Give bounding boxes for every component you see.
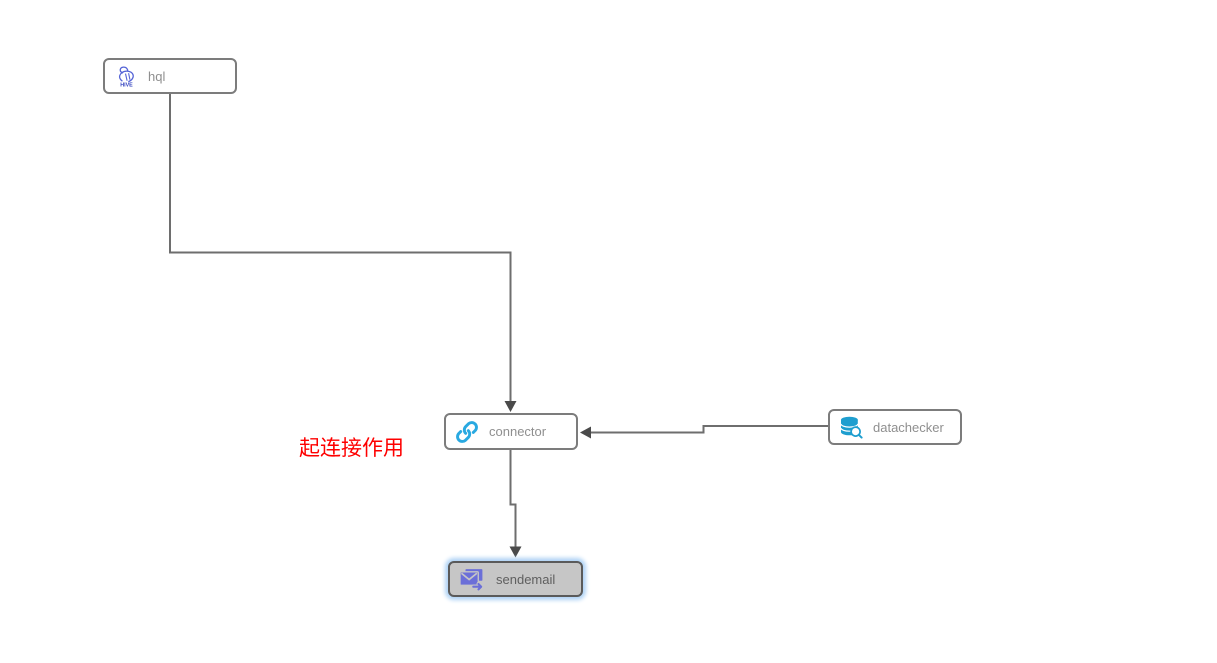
edge-datachecker-to-connector bbox=[580, 425, 828, 439]
database-search-icon bbox=[838, 415, 864, 439]
node-label: datachecker bbox=[873, 419, 944, 435]
edge-hql-to-connector bbox=[169, 93, 517, 412]
node-label: sendemail bbox=[496, 571, 556, 587]
node-hql[interactable]: HIVE hql bbox=[103, 58, 237, 94]
edge-connector-to-sendemail bbox=[509, 450, 522, 558]
edge-line bbox=[591, 425, 828, 434]
node-connector[interactable]: connector bbox=[444, 413, 578, 450]
edge-line bbox=[509, 450, 517, 547]
svg-text:HIVE: HIVE bbox=[120, 82, 133, 87]
link-icon bbox=[454, 419, 480, 445]
arrowhead-left-icon bbox=[580, 426, 591, 439]
annotation-text: 起连接作用 bbox=[299, 436, 404, 460]
arrowhead-down-icon bbox=[509, 546, 522, 558]
edge-line bbox=[169, 93, 512, 402]
send-email-icon bbox=[458, 567, 487, 592]
hive-icon: HIVE bbox=[113, 65, 139, 88]
node-sendemail[interactable]: sendemail bbox=[448, 561, 583, 597]
node-label: connector bbox=[489, 424, 547, 439]
arrowhead-down-icon bbox=[504, 401, 517, 412]
node-label: hql bbox=[148, 68, 166, 84]
node-datachecker[interactable]: datachecker bbox=[828, 409, 962, 445]
